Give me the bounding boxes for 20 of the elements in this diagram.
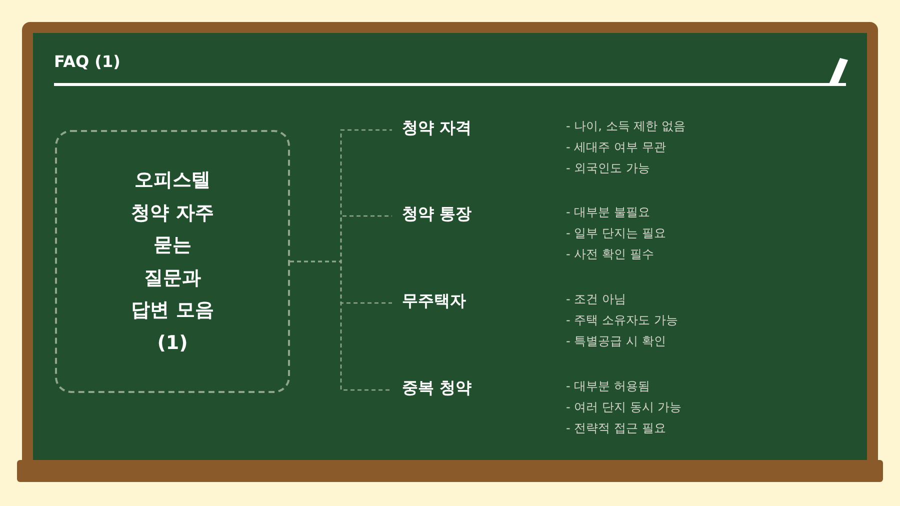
topic-box <box>55 130 290 393</box>
bullet-item: - 일부 단지는 필요 <box>566 225 666 242</box>
title: FAQ (1) <box>54 52 120 71</box>
connector-line <box>290 260 392 391</box>
topic-text: 오피스텔 청약 자주 묻는 질문과 답변 모음 (1) <box>130 168 215 356</box>
bullet-item: - 대부분 불필요 <box>566 204 650 221</box>
bullet-item: - 세대주 여부 무관 <box>566 139 666 156</box>
bullet-item: - 여러 단지 동시 가능 <box>566 399 682 416</box>
bullet-item: - 외국인도 가능 <box>566 160 650 177</box>
bullet-item: - 주택 소유자도 가능 <box>566 312 678 329</box>
bullet-item: - 조건 아님 <box>566 291 626 308</box>
branch-heading: 청약 자격 <box>402 118 472 137</box>
branch-heading: 청약 통장 <box>402 204 472 223</box>
bullet-item: - 특별공급 시 확인 <box>566 333 666 350</box>
bullet-item: - 대부분 허용됨 <box>566 378 650 395</box>
bullet-item: - 전략적 접근 필요 <box>566 420 666 437</box>
bullet-item: - 나이, 소득 제한 없음 <box>566 118 686 135</box>
bullet-item: - 사전 확인 필수 <box>566 246 654 263</box>
branch-heading: 무주택자 <box>402 291 466 310</box>
branch-heading: 중복 청약 <box>402 378 472 397</box>
